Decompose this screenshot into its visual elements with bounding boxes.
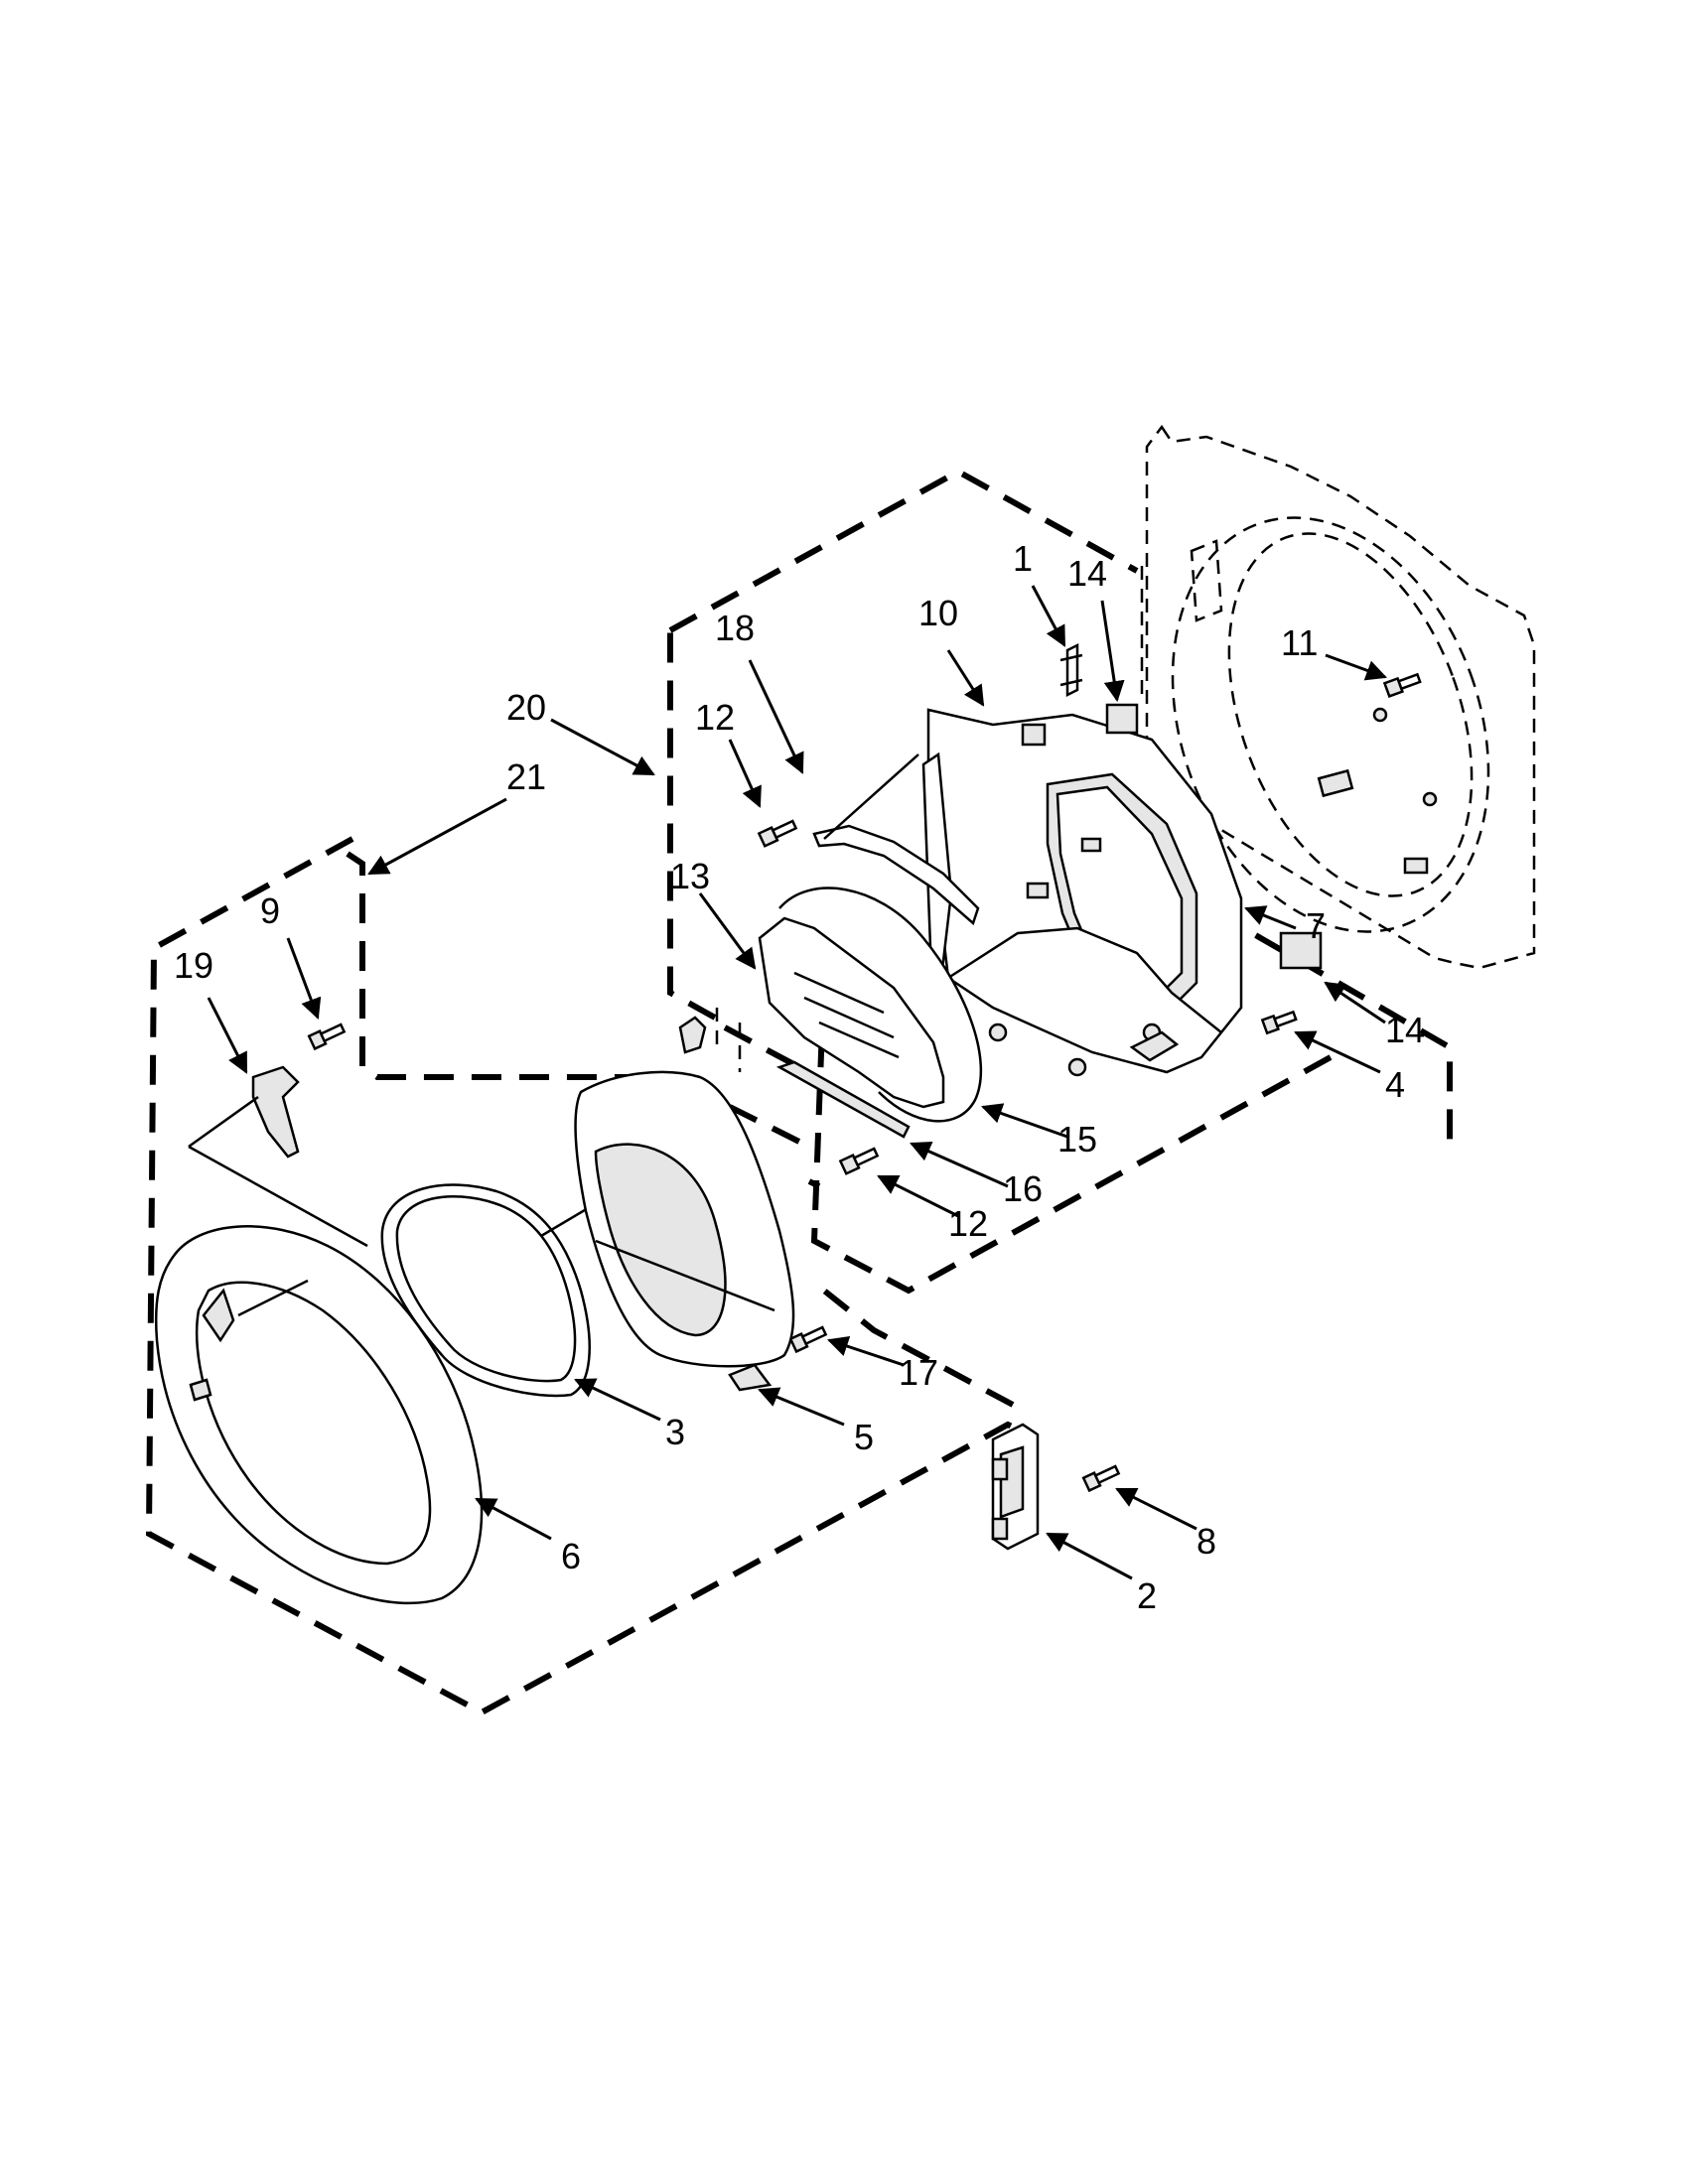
callout-11: 11 — [1281, 622, 1318, 663]
screw-4 — [1260, 1010, 1298, 1035]
leader-1 — [1031, 585, 1066, 647]
boundary-vertical-ticks — [715, 566, 1144, 1072]
callout-9: 9 — [260, 890, 280, 931]
callout-2: 2 — [1137, 1575, 1157, 1616]
latch-14-upper — [1105, 703, 1139, 735]
hinge-2 — [991, 1423, 1040, 1551]
screw-17 — [788, 1325, 828, 1354]
callout-13: 13 — [670, 856, 710, 896]
outer-door-connector — [188, 1145, 368, 1248]
leader-13 — [698, 892, 757, 970]
handle-19 — [251, 1065, 300, 1159]
leader-3 — [574, 1378, 661, 1422]
bracket-1 — [1059, 642, 1083, 698]
boundary-outer-door — [145, 836, 1030, 1716]
callout-7: 7 — [1306, 905, 1326, 946]
leader-14a — [1100, 600, 1125, 703]
leader-7 — [1244, 905, 1297, 930]
callout-14-lower: 14 — [1385, 1010, 1425, 1050]
leader-18 — [748, 659, 804, 774]
screw-11 — [1382, 672, 1422, 698]
latch-14-lower — [1279, 931, 1323, 970]
callout-labels: 1 14 10 18 11 20 12 21 13 9 19 7 14 4 15… — [174, 538, 1425, 1616]
assembly-boundaries — [145, 468, 1453, 1716]
boundary-separators — [723, 1024, 821, 1189]
leader-21 — [367, 797, 507, 876]
strip-16 — [775, 1060, 911, 1139]
door-frame-5 — [574, 1016, 795, 1392]
leader-19 — [207, 997, 248, 1074]
leader-10 — [946, 649, 985, 707]
leader-6 — [475, 1497, 552, 1541]
callout-21: 21 — [506, 756, 546, 797]
callout-6: 6 — [561, 1536, 581, 1576]
leader-8 — [1115, 1487, 1197, 1531]
leader-11 — [1325, 653, 1387, 681]
screw-12-upper — [757, 819, 798, 848]
leader-17 — [827, 1336, 905, 1367]
callout-12-lower: 12 — [948, 1203, 988, 1244]
outer-door-6 — [154, 1225, 484, 1605]
screw-12-lower — [838, 1147, 880, 1175]
inner-door-panel — [921, 708, 1243, 1077]
leader-12a — [728, 739, 762, 808]
callout-16: 16 — [1003, 1168, 1043, 1209]
callout-10: 10 — [918, 593, 958, 633]
leader-20 — [550, 718, 655, 776]
callout-1: 1 — [1013, 538, 1033, 579]
leader-5 — [758, 1387, 845, 1427]
leader-12b — [877, 1174, 959, 1218]
screw-9 — [307, 1023, 347, 1051]
leader-2 — [1046, 1532, 1133, 1580]
outer-glass-3-inner — [395, 1195, 577, 1383]
strip-18-connector — [823, 753, 919, 840]
callout-12-upper: 12 — [695, 697, 735, 738]
leader-4 — [1294, 1030, 1381, 1074]
callout-4: 4 — [1385, 1064, 1405, 1105]
inner-glass-13 — [758, 916, 945, 1109]
leader-15 — [981, 1103, 1068, 1139]
screws — [307, 672, 1422, 1493]
callout-5: 5 — [854, 1417, 874, 1457]
leader-lines — [207, 585, 1387, 1580]
callout-14-upper: 14 — [1067, 553, 1107, 594]
callout-3: 3 — [665, 1412, 685, 1452]
callout-17: 17 — [899, 1352, 938, 1393]
callout-8: 8 — [1196, 1521, 1216, 1562]
leader-14b — [1324, 981, 1386, 1024]
callout-20: 20 — [506, 687, 546, 728]
handle-19-connector — [188, 1095, 259, 1149]
callout-15: 15 — [1057, 1119, 1097, 1160]
screw-8 — [1081, 1464, 1121, 1493]
boundary-21 — [346, 851, 723, 1100]
leader-9 — [286, 937, 322, 1020]
callout-18: 18 — [715, 608, 755, 648]
hinge-strip-18 — [812, 824, 980, 926]
leader-16 — [910, 1142, 1009, 1188]
cabinet-front-panel — [1145, 424, 1536, 970]
callout-19: 19 — [174, 945, 213, 986]
